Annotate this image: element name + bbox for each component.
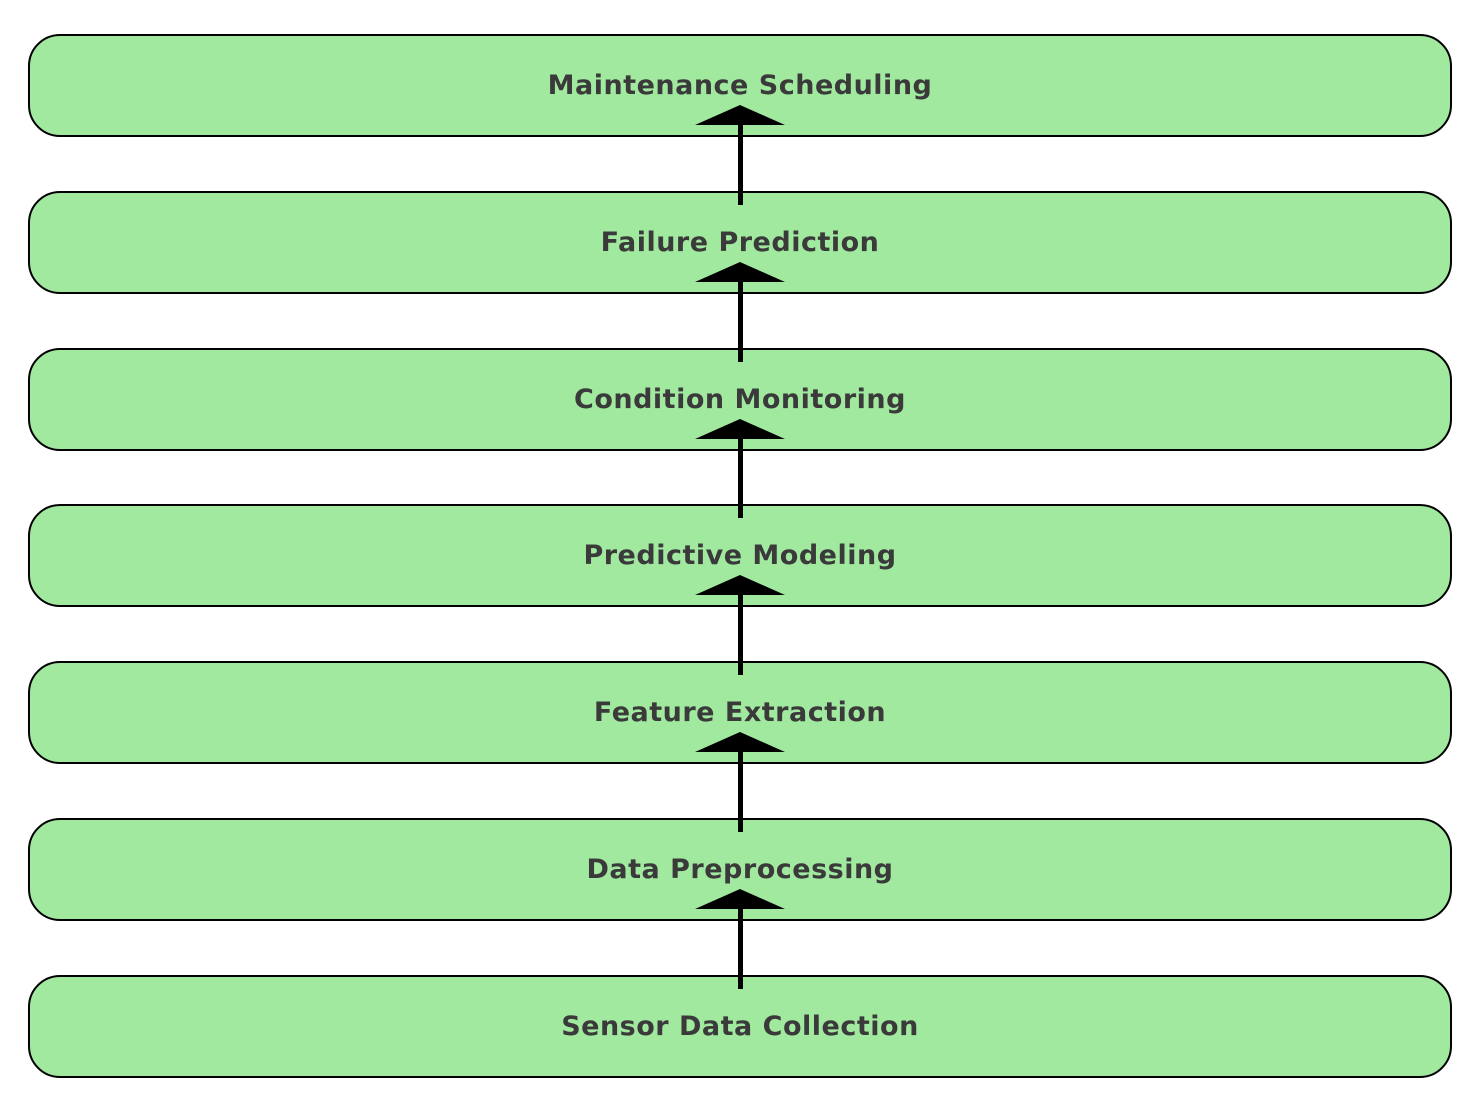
stage-label: Feature Extraction [593, 697, 887, 729]
arrow-shaft [737, 907, 743, 989]
arrow-up-head-icon [695, 575, 785, 596]
arrow-up-head-icon [695, 105, 785, 125]
stage-label: Data Preprocessing [586, 854, 894, 885]
stage-box-sensor-data-collection: Sensor Data Collection [28, 974, 1452, 1078]
arrow-up-head-icon [695, 732, 785, 753]
arrow-shaft [737, 750, 743, 832]
stage-label: Condition Monitoring [574, 383, 906, 415]
stage-label: Maintenance Scheduling [547, 70, 933, 101]
arrow-shaft [737, 279, 743, 362]
arrow-up-head-icon [695, 261, 785, 282]
arrow-shaft [737, 593, 743, 676]
stage-label: Failure Prediction [600, 226, 880, 258]
arrow-shaft [737, 123, 743, 205]
arrow-up-head-icon [695, 418, 785, 439]
arrow-up-head-icon [695, 889, 785, 909]
stage-label: Predictive Modeling [583, 540, 897, 572]
arrow-shaft [737, 436, 743, 519]
stage-label: Sensor Data Collection [561, 1010, 919, 1042]
